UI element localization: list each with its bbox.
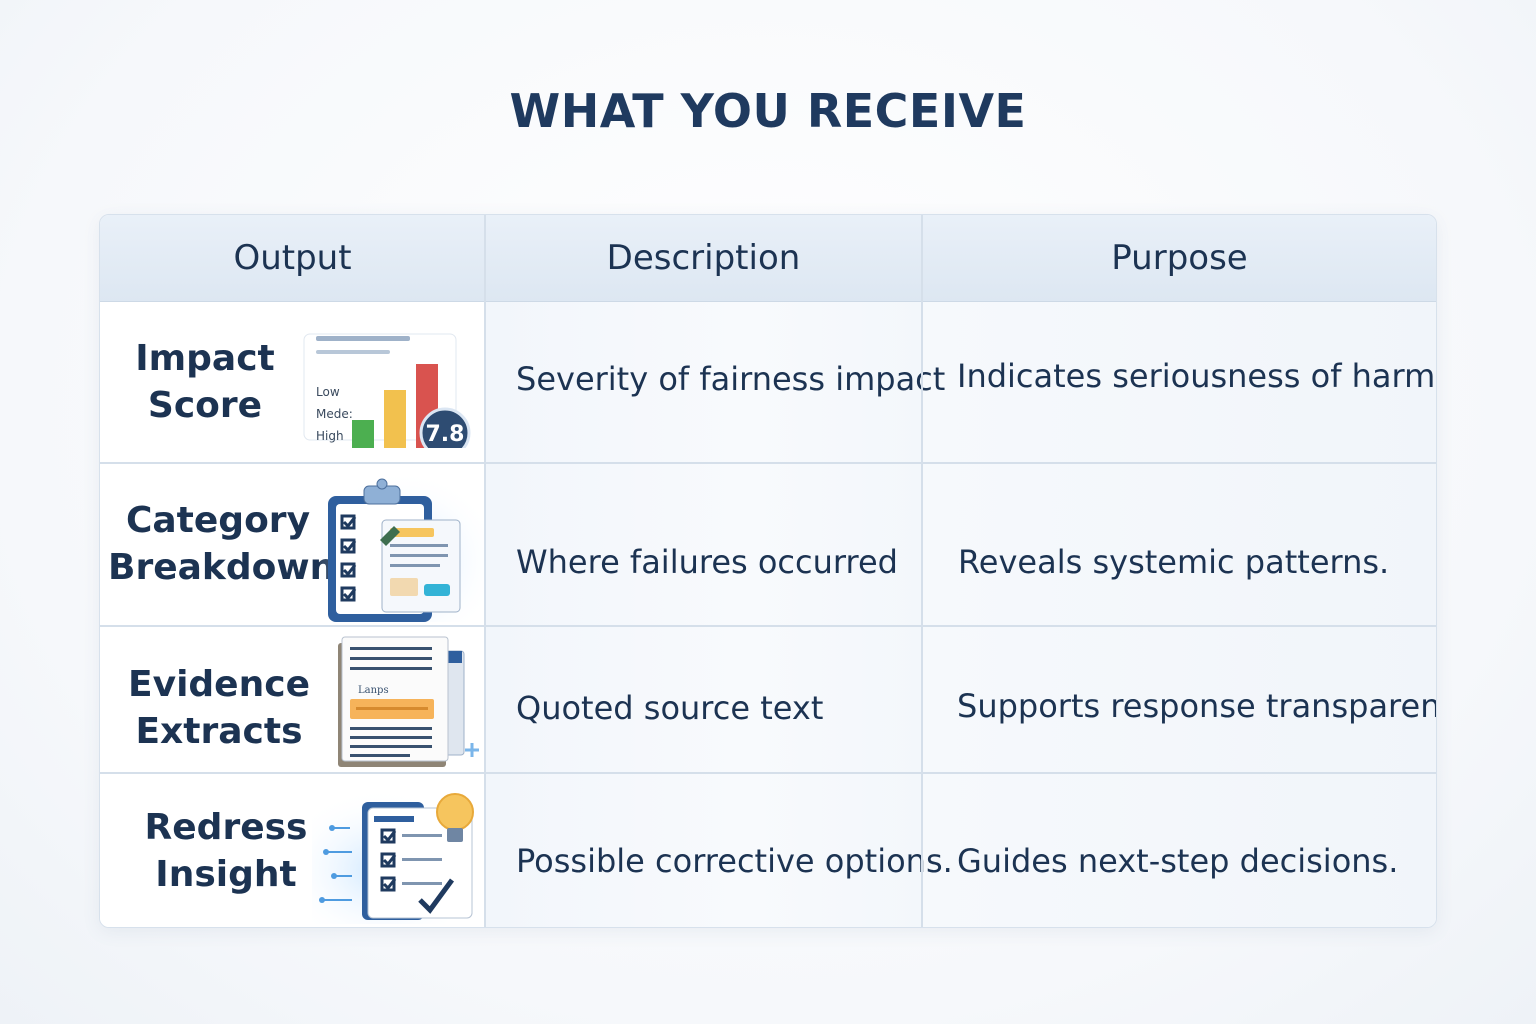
header-purpose: Purpose	[1111, 238, 1248, 278]
document-highlight-icon: Lanps	[338, 636, 479, 767]
chart-high-label: High	[316, 429, 344, 443]
purpose-cell: Indicates seriousness of harm.	[957, 357, 1437, 395]
description-cell: Quoted source text	[516, 689, 824, 727]
page-title: WHAT YOU RECEIVE	[509, 84, 1027, 138]
description-cell: Possible corrective options.	[516, 842, 953, 880]
header-output: Output	[233, 238, 352, 278]
chart-medium-label: Mede:	[316, 407, 353, 421]
purpose-cell: Supports response transparency.	[957, 687, 1437, 725]
document-label: Lanps	[358, 685, 389, 696]
description-cell: Severity of fairness impact	[516, 360, 946, 398]
clipboard-checklist-icon	[320, 470, 485, 622]
description-cell: Where failures occurred	[516, 543, 898, 581]
purpose-cell: Guides next-step decisions.	[957, 842, 1399, 880]
score-badge: 7.8	[426, 422, 465, 447]
column-divider	[484, 215, 486, 927]
chart-low-label: Low	[316, 385, 340, 399]
header-description: Description	[606, 238, 801, 278]
bar-chart-score-icon: Low Mede: High 7.8	[303, 333, 471, 448]
purpose-cell: Reveals systemic patterns.	[958, 543, 1390, 581]
table-header: Output Description Purpose	[100, 215, 1436, 302]
checklist-lightbulb-icon	[312, 788, 482, 924]
column-divider	[921, 215, 923, 927]
